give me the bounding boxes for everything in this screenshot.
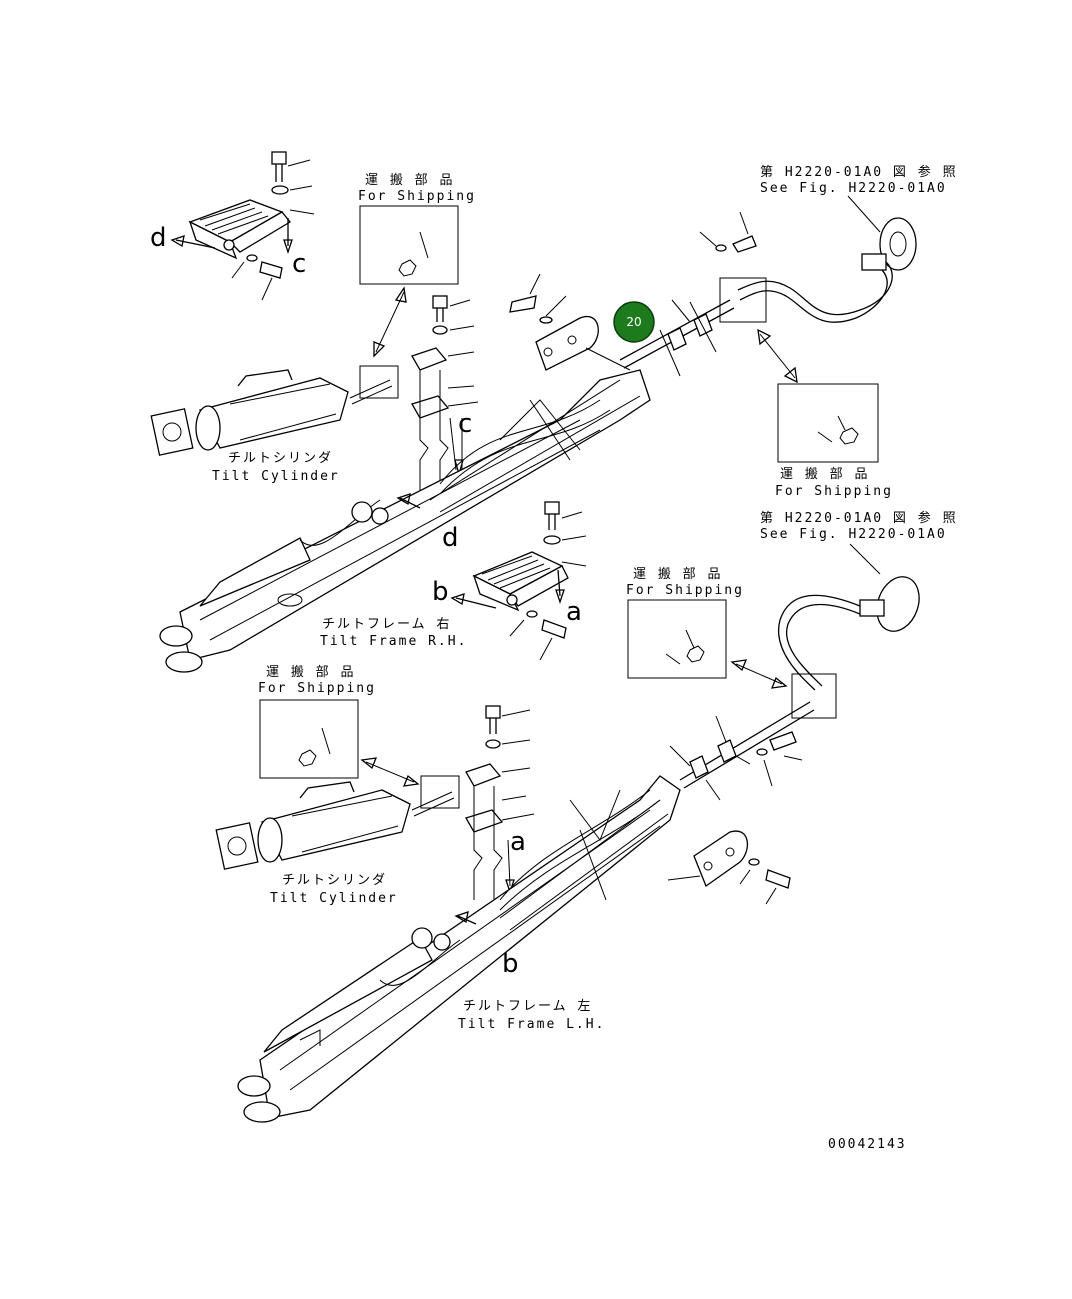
hose-top-b <box>739 269 888 323</box>
letter-b-mid: b <box>432 577 449 607</box>
flange-mid <box>859 576 920 632</box>
arrow-c-head <box>283 239 293 255</box>
drawing-number: 00042143 <box>828 1137 907 1152</box>
frame-rh-en: Tilt Frame R.H. <box>320 634 467 649</box>
double-arrow-mid-heads <box>730 659 788 689</box>
shipping-box-1 <box>359 205 459 285</box>
ref-label-mid-jp: 第 H2220-01A0 図 参 照 <box>760 510 958 526</box>
nut-icon-4 <box>298 727 331 767</box>
cover-plate-low <box>667 830 791 905</box>
ref-label-mid-en: See Fig. H2220-01A0 <box>760 527 947 542</box>
nut-icon-3 <box>665 629 705 665</box>
frame-rh-jp: チルトフレーム 右 <box>322 617 451 632</box>
ship1-jp: 運 搬 部 品 <box>365 173 454 188</box>
bolt-mid-right <box>756 731 803 787</box>
cyl1-en: Tilt Cylinder <box>212 469 340 484</box>
arrow-d-head <box>170 235 185 248</box>
ref-label-top-jp: 第 H2220-01A0 図 参 照 <box>760 164 958 180</box>
callout-badge[interactable]: 20 <box>613 301 655 343</box>
shipping-box-3 <box>627 599 727 679</box>
double-arrow-right-top <box>759 333 796 379</box>
letter-a-mid: a <box>566 597 582 627</box>
cyl2-jp: チルトシリンダ <box>282 873 387 888</box>
pipe-mid-b <box>683 709 815 789</box>
tilt-cylinder-top <box>150 369 393 456</box>
tilt-cylinder-low <box>215 781 455 870</box>
nut-icon <box>817 415 859 445</box>
double-arrow-heads-1 <box>373 286 407 358</box>
arrow-d-mid-head <box>396 493 411 506</box>
arrow-b-low-head <box>454 911 469 924</box>
bracket-top <box>411 295 479 490</box>
cyl2-en: Tilt Cylinder <box>270 891 398 906</box>
shipping-box-2 <box>777 383 879 463</box>
hose-mid-a <box>777 594 861 691</box>
hose-mid-b <box>785 603 861 687</box>
ship4-en: For Shipping <box>258 681 376 696</box>
clamp-top <box>659 299 717 377</box>
arrow-d-mid <box>399 497 421 509</box>
detail-box-cyl-top <box>359 365 399 399</box>
ref-label-top-en: See Fig. H2220-01A0 <box>760 181 947 196</box>
double-arrow-low-heads <box>360 757 420 787</box>
shipping-box-4 <box>259 699 359 779</box>
letter-d-top: d <box>150 223 167 253</box>
arrow-a-mid <box>557 569 561 597</box>
bracket-low <box>465 705 535 900</box>
ref-leader-top <box>847 195 881 233</box>
double-arrow-low <box>365 761 415 783</box>
double-arrow-heads <box>757 328 798 384</box>
letter-a-low: a <box>510 827 526 857</box>
letter-c-mid: c <box>458 409 472 439</box>
clamp-mid <box>669 715 751 801</box>
detail-box-mid <box>791 673 837 719</box>
letter-d-mid: d <box>442 523 459 553</box>
ref-leader-mid <box>849 543 881 575</box>
callout-number: 20 <box>626 315 641 329</box>
step-plate-top <box>188 199 291 260</box>
cyl1-jp: チルトシリンダ <box>228 451 333 466</box>
arrow-b-mid-head <box>450 593 465 606</box>
tilt-frame-rh <box>159 369 651 673</box>
bolt-step-mid <box>543 501 587 567</box>
ship2-en: For Shipping <box>775 484 893 499</box>
ship1-en: For Shipping <box>358 189 476 204</box>
ship3-en: For Shipping <box>626 583 744 598</box>
bolt-step-top <box>271 151 315 215</box>
bolt-step-top-2 <box>231 254 283 301</box>
arrow-a-mid-head <box>555 589 565 605</box>
letter-b-low: b <box>502 949 519 979</box>
cover-plate-top <box>509 273 631 371</box>
letter-c-top: c <box>292 249 306 279</box>
double-arrow-left-top <box>375 291 405 353</box>
ship3-jp: 運 搬 部 品 <box>633 567 722 582</box>
step-plate-mid <box>472 551 569 612</box>
nut-icon-1 <box>398 231 429 277</box>
frame-lh-en: Tilt Frame L.H. <box>458 1017 605 1032</box>
ship4-jp: 運 搬 部 品 <box>266 665 355 680</box>
detail-box-top <box>719 277 767 323</box>
flange-top <box>861 217 917 271</box>
tilt-frame-lh <box>237 775 681 1123</box>
ship2-jp: 運 搬 部 品 <box>780 467 869 482</box>
detail-box-cyl-low <box>420 775 460 809</box>
bolt-top-right <box>699 211 757 253</box>
frame-lh-jp: チルトフレーム 左 <box>463 999 592 1014</box>
bolt-step-mid-2 <box>509 610 567 661</box>
